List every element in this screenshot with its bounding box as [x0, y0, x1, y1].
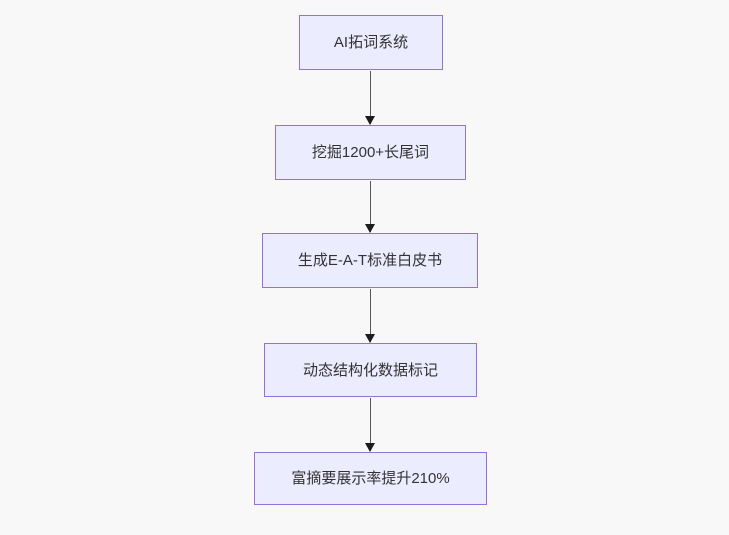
- node-label: 动态结构化数据标记: [302, 361, 438, 379]
- node-label: 富摘要展示率提升210%: [291, 470, 450, 487]
- node-label: 生成E-A-T标准白皮书: [297, 252, 443, 269]
- node-label: 挖掘1200+长尾词: [311, 144, 430, 161]
- flow-node-mine-longtail-keywords: 挖掘1200+长尾词: [275, 125, 466, 180]
- flow-node-rich-snippet-rate-increase: 富摘要展示率提升210%: [254, 452, 487, 505]
- flow-node-dynamic-structured-data-markup: 动态结构化数据标记: [264, 343, 477, 397]
- arrow-connector-1: [369, 71, 371, 124]
- flow-node-ai-word-expansion-system: AI拓词系统: [299, 15, 443, 70]
- flow-node-generate-eat-whitepaper: 生成E-A-T标准白皮书: [262, 233, 478, 288]
- arrow-connector-3: [369, 289, 371, 342]
- arrow-connector-4: [369, 398, 371, 451]
- node-label: AI拓词系统: [333, 34, 409, 51]
- arrow-connector-2: [369, 181, 371, 232]
